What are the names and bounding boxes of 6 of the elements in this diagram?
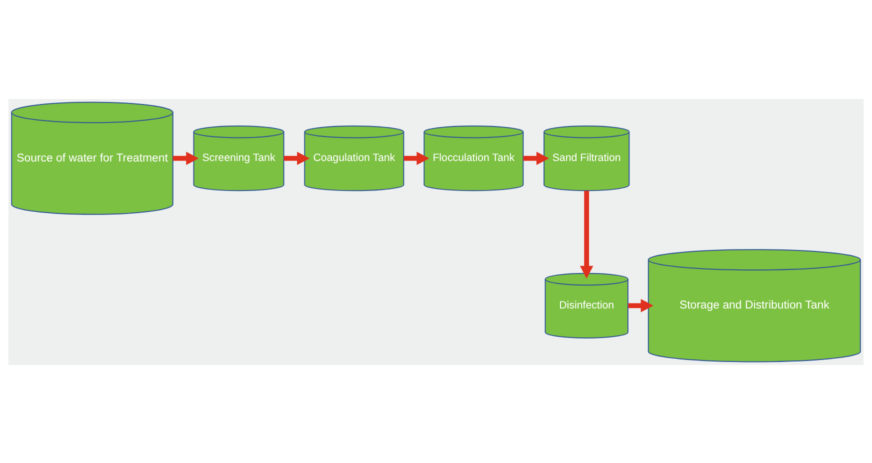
arrow: [523, 151, 550, 164]
arrow: [580, 190, 594, 278]
arrow: [284, 151, 310, 164]
arrow: [628, 298, 654, 312]
arrow: [172, 151, 199, 164]
arrow: [404, 151, 430, 164]
